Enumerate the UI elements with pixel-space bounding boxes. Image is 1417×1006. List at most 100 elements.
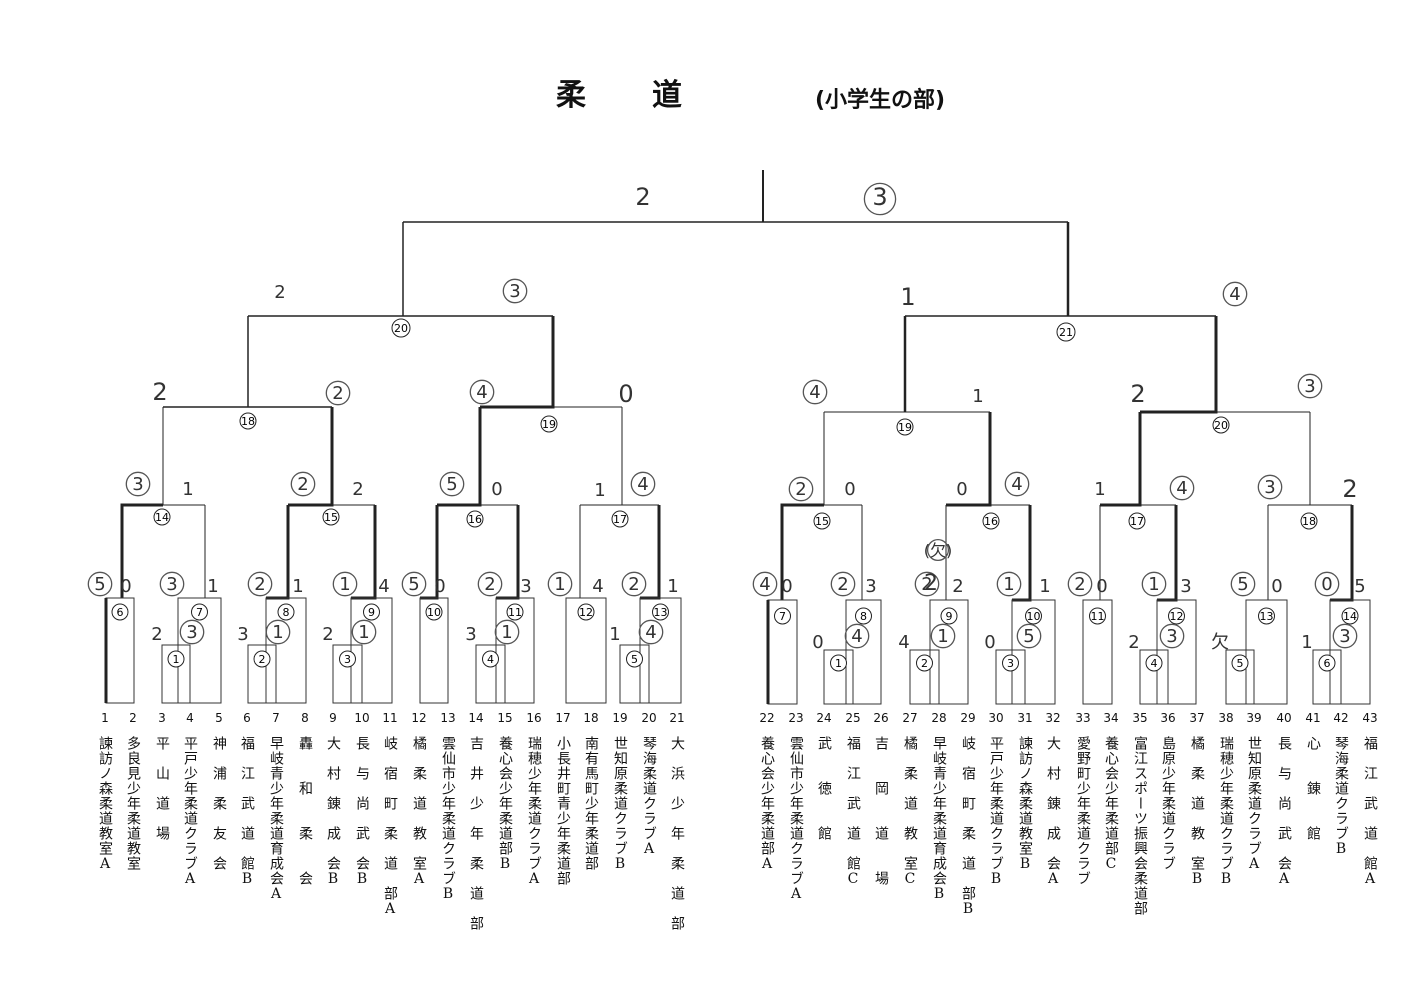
match-number-circle bbox=[1231, 654, 1249, 672]
match-number: 12 bbox=[579, 606, 593, 619]
score: 3 bbox=[1339, 626, 1350, 647]
team-name: 武 徳 館 bbox=[816, 736, 832, 841]
winner-score-circle bbox=[1297, 373, 1323, 399]
score: 2 bbox=[837, 574, 848, 595]
score: 2 bbox=[152, 378, 167, 406]
team-number: 36 bbox=[1160, 711, 1176, 725]
team-name: 神 浦 柔 友 会 bbox=[211, 736, 227, 871]
score: 0 bbox=[120, 576, 131, 597]
team-name: 早岐青少年柔道育成会B bbox=[931, 736, 947, 903]
score: 5 bbox=[1237, 574, 1248, 595]
match-number: 15 bbox=[815, 515, 829, 528]
match-number: 20 bbox=[1214, 419, 1228, 432]
team-name: 轟 和 柔 会 bbox=[297, 736, 313, 886]
score: 4 bbox=[851, 626, 862, 647]
score: 3 bbox=[1304, 376, 1315, 397]
match-box bbox=[995, 649, 1026, 705]
score: 2 bbox=[921, 574, 932, 595]
match-number: 3 bbox=[1007, 657, 1014, 670]
score: 2 bbox=[151, 624, 162, 645]
match-number: 13 bbox=[1260, 610, 1274, 623]
score: 1 bbox=[292, 576, 303, 597]
team-number: 27 bbox=[902, 711, 918, 725]
team-name: 瑞穂少年柔道クラブA bbox=[526, 736, 542, 888]
score: 4 bbox=[809, 382, 820, 403]
score: 1 bbox=[937, 626, 948, 647]
score: 5 bbox=[1023, 626, 1034, 647]
team-number: 9 bbox=[329, 711, 337, 725]
match-box bbox=[1245, 599, 1288, 705]
score: 4 bbox=[645, 622, 656, 643]
score: 0 bbox=[812, 632, 823, 653]
match-number: 9 bbox=[368, 606, 375, 619]
match-number: 2 bbox=[259, 653, 266, 666]
match-number-circle bbox=[277, 603, 295, 621]
winner-score-circle bbox=[1230, 571, 1256, 597]
score: 4 bbox=[1229, 284, 1240, 305]
page-title: 柔 道 bbox=[556, 78, 684, 113]
match-box bbox=[247, 644, 277, 704]
team-name: 小長井町青少年柔道部 bbox=[555, 736, 571, 886]
team-name: 吉 岡 道 場 bbox=[873, 736, 889, 886]
match-box bbox=[475, 644, 506, 704]
score: 0 bbox=[956, 479, 967, 500]
match-number: 8 bbox=[283, 606, 290, 619]
score: 0 bbox=[434, 576, 445, 597]
winner-path bbox=[1330, 505, 1354, 602]
match-number-circle bbox=[322, 508, 340, 526]
score: 1 bbox=[272, 622, 283, 643]
score: 1 bbox=[1039, 576, 1050, 597]
match-number-circle bbox=[153, 508, 171, 526]
team-name: 福 江 武 道 館C bbox=[845, 736, 861, 888]
score: 1 bbox=[358, 622, 369, 643]
match-number: 10 bbox=[427, 606, 441, 619]
team-name: 雲仙市少年柔道クラブA bbox=[788, 736, 804, 903]
match-number-circle bbox=[1128, 512, 1146, 530]
team-number: 31 bbox=[1017, 711, 1033, 725]
score: (欠) bbox=[924, 541, 953, 560]
winner-score-circle bbox=[351, 619, 377, 645]
team-number: 38 bbox=[1218, 711, 1234, 725]
team-name: 心 錬 館 bbox=[1305, 736, 1321, 841]
match-number-circle bbox=[482, 650, 499, 668]
match-number-circle bbox=[363, 603, 380, 621]
team-number: 22 bbox=[759, 711, 775, 725]
team-number: 3 bbox=[158, 711, 166, 725]
winner-score-circle bbox=[1004, 471, 1030, 497]
match-number-circle bbox=[1002, 654, 1019, 672]
match-number: 19 bbox=[898, 421, 912, 434]
team-name: 世知原柔道クラブA bbox=[1246, 736, 1262, 873]
score: 2 bbox=[1130, 380, 1145, 408]
winner-score-circle bbox=[996, 571, 1022, 597]
winner-score-circle bbox=[179, 619, 205, 645]
score: 4 bbox=[898, 632, 909, 653]
score: 0 bbox=[1321, 574, 1332, 595]
match-number: 6 bbox=[1324, 657, 1331, 670]
winner-score-circle bbox=[863, 182, 897, 216]
score: 3 bbox=[132, 474, 143, 495]
winner-score-circle bbox=[1016, 623, 1042, 649]
winner-path bbox=[480, 316, 555, 409]
match-number-circle bbox=[391, 318, 411, 338]
match-box bbox=[161, 644, 191, 704]
match-number-circle bbox=[577, 603, 595, 621]
match-number-circle bbox=[239, 412, 257, 430]
team-name: 早岐青少年柔道育成会A bbox=[268, 736, 284, 903]
match-number: 7 bbox=[196, 606, 203, 619]
match-box bbox=[419, 597, 449, 704]
winner-score-circle bbox=[638, 619, 664, 645]
match-number-circle bbox=[1212, 416, 1230, 434]
winner-score-circle bbox=[914, 571, 940, 597]
team-name: 大 村 錬 成 会B bbox=[325, 736, 341, 888]
team-number: 1 bbox=[101, 711, 109, 725]
score: 1 bbox=[609, 624, 620, 645]
match-box bbox=[565, 597, 607, 704]
match-number: 10 bbox=[1027, 610, 1041, 623]
score: 2 bbox=[254, 574, 265, 595]
winner-score-circle bbox=[1169, 475, 1195, 501]
winner-path bbox=[266, 505, 290, 600]
score: 5 bbox=[94, 574, 105, 595]
team-name: 愛野町少年柔道クラブ bbox=[1075, 736, 1091, 886]
match-number: 12 bbox=[1170, 610, 1184, 623]
team-number: 10 bbox=[354, 711, 370, 725]
